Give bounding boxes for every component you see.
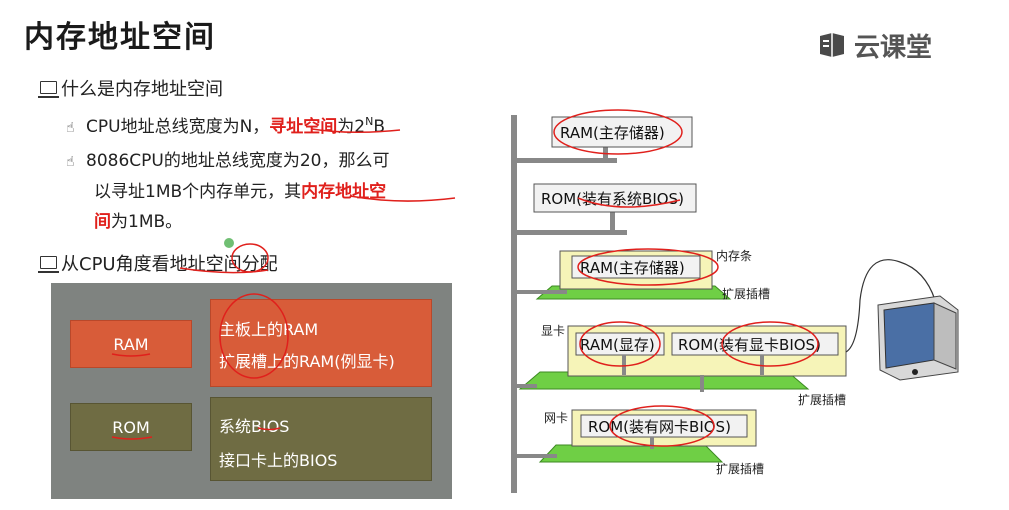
address-mapping-panel: RAM ROM 主板上的RAM 扩展槽上的RAM(例显卡) 系统BIOS 接口卡… [51,283,452,499]
video-rom-label: ROM(装有显卡BIOS) [678,336,821,354]
memory-ram-chip [571,255,701,279]
slot1-label: 扩展插槽 [722,287,770,301]
expansion-slot [538,444,724,463]
circle-mark [553,109,683,155]
monitor-icon [877,295,959,381]
bus-branch [517,230,627,235]
video-card-label: 显卡 [541,324,565,338]
underline-mark [577,197,681,208]
slot2-label: 扩展插槽 [798,393,846,407]
pointing-hand-icon: ☝ [66,154,75,170]
circle-mark [577,248,719,286]
system-bus [511,115,517,493]
point2-line1: ☝8086CPU的地址总线宽度为20，那么可 [66,151,390,171]
video-ram-label: RAM(显存) [580,336,655,354]
pointing-hand-icon: ☝ [66,120,75,136]
slot3-label: 扩展插槽 [716,462,764,476]
network-rom-chip [580,414,748,438]
bus-branch [517,158,617,163]
memory-ram-label: RAM(主存储器) [580,259,685,277]
system-rom-chip [533,183,697,213]
logo-icon [818,32,846,58]
video-rom-chip [671,332,839,356]
network-card-label: 网卡 [544,411,568,425]
video-ram-chip [575,332,665,356]
ram-block: RAM [70,320,192,368]
logo: 云课堂 [818,28,933,63]
monitor-bullet-icon [38,256,59,273]
circle-mark [609,405,715,447]
monitor-cable [845,259,936,353]
main-ram-chip [551,116,693,148]
point2-line3: 间为1MB。 [94,212,183,232]
logo-text: 云课堂 [854,32,933,63]
system-rom-label: ROM(装有系统BIOS) [541,190,684,208]
monitor-bullet-icon [38,81,59,98]
main-ram-label: RAM(主存储器) [560,124,665,142]
rom-block: ROM [70,403,192,451]
circle-mark [579,321,661,367]
network-rom-label: ROM(装有网卡BIOS) [588,418,731,436]
slide-title: 内存地址空间 [24,20,216,55]
section1-heading: 什么是内存地址空间 [38,75,223,101]
circle-mark [721,321,819,367]
rom-description: 系统BIOS 接口卡上的BIOS [210,397,432,481]
memory-stick-label: 内存条 [716,249,752,263]
